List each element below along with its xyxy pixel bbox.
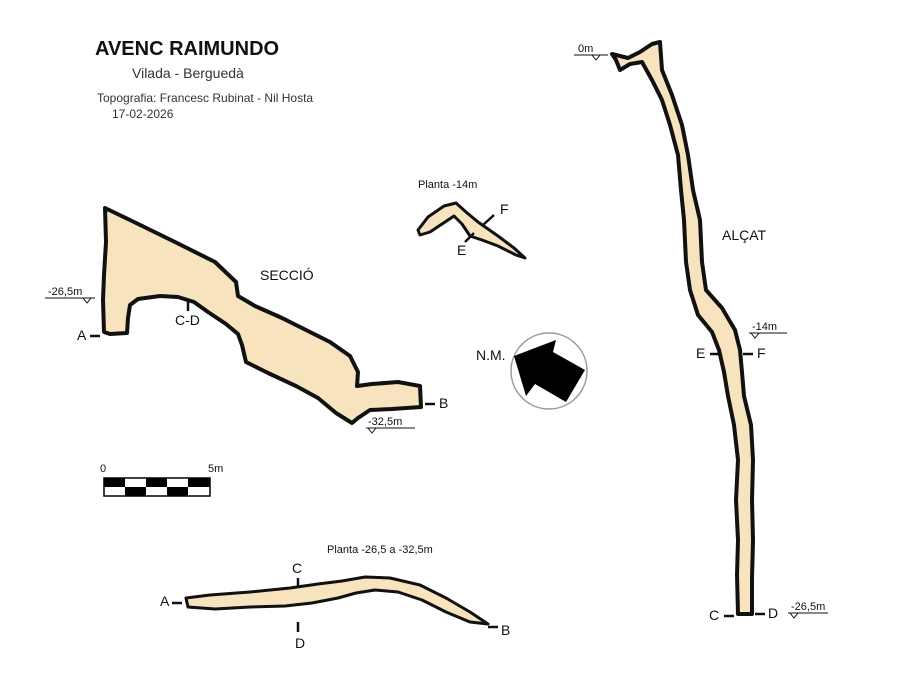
credits: Topografia: Francesc Rubinat - Nil Hosta (97, 91, 313, 105)
point-tick (482, 214, 495, 226)
point-tick (464, 232, 475, 243)
scale-start-label: 0 (100, 463, 106, 475)
scale-segment (104, 478, 125, 487)
elevation-point-c: C (709, 607, 719, 623)
depth-marker-triangle (590, 54, 602, 61)
plan-lower-view: Planta -26,5 a -32,5m A B C D (160, 544, 510, 651)
scale-segment (167, 487, 188, 496)
scale-segment (146, 478, 167, 487)
depth-marker-triangle (749, 332, 761, 339)
plan-lower-point-b: B (501, 622, 510, 638)
plan-14m-point-e: E (457, 242, 466, 258)
depth-marker-triangle (81, 297, 93, 304)
section-label: SECCIÓ (260, 267, 314, 283)
map-title: AVENC RAIMUNDO (95, 38, 279, 60)
plan-lower-outline (184, 575, 490, 626)
elevation-point-d: D (768, 605, 778, 621)
plan-lower-label: Planta -26,5 a -32,5m (327, 544, 433, 556)
scale-end-label: 5m (208, 463, 223, 475)
section-view: SECCIÓ -26,5m -32,5m A B C-D (45, 206, 448, 434)
plan-lower-point-d: D (295, 635, 305, 651)
north-arrow-icon (514, 340, 585, 402)
elevation-view: ALÇAT 0m -14m E F C D -26,5m (574, 40, 828, 623)
plan-14m-outline (416, 201, 527, 260)
plan-lower-point-a: A (160, 593, 170, 609)
north-arrow: N.M. (476, 332, 588, 410)
plan-14m-label: Planta -14m (418, 179, 477, 191)
section-point-cd: C-D (175, 312, 200, 328)
section-cave-outline (101, 206, 423, 425)
depth-marker-triangle (788, 612, 800, 619)
section-depth-left: -26,5m (48, 286, 82, 298)
location: Vilada - Berguedà (132, 65, 244, 81)
depth-marker-triangle (366, 427, 378, 434)
plan-14m-view: Planta -14m F E (416, 179, 527, 260)
elevation-point-f: F (757, 345, 766, 361)
scale-bar: 0 5m (100, 463, 223, 497)
elevation-point-e: E (696, 345, 705, 361)
scale-segment (125, 487, 146, 496)
elevation-depth-bottom: -26,5m (791, 601, 825, 613)
elevation-label: ALÇAT (722, 227, 767, 243)
north-label: N.M. (476, 347, 506, 363)
section-depth-bottom: -32,5m (368, 416, 402, 428)
elevation-outline (610, 40, 755, 616)
section-point-a: A (77, 327, 87, 343)
elevation-depth-top: 0m (578, 43, 593, 55)
survey-date: 17-02-2026 (112, 107, 174, 121)
elevation-depth-mid: -14m (752, 321, 777, 333)
header: AVENC RAIMUNDO Vilada - Berguedà Topogra… (95, 38, 313, 121)
plan-14m-point-f: F (500, 201, 509, 217)
plan-lower-point-c: C (292, 560, 302, 576)
scale-segment (188, 478, 210, 487)
section-point-b: B (439, 395, 448, 411)
